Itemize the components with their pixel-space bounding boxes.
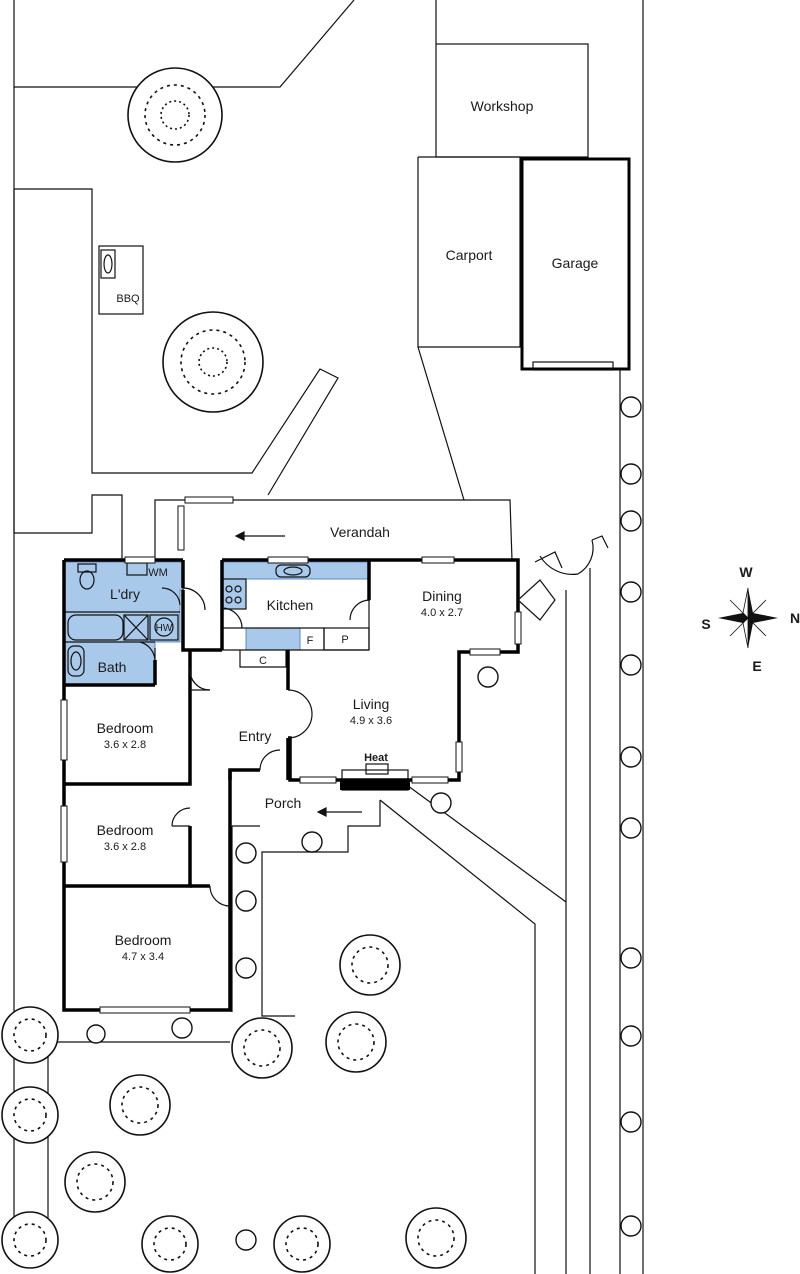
compass-west: W: [739, 564, 753, 580]
arrows: [234, 531, 362, 817]
bedroom3-label: Bedroom: [115, 932, 172, 948]
trees: [1, 67, 467, 1273]
laundry-label: L'dry: [110, 586, 140, 602]
compass-east: E: [752, 658, 761, 674]
house-fixtures: [64, 562, 410, 1012]
garage-label: Garage: [552, 255, 599, 271]
house-walls: [62, 558, 520, 1012]
site-lines: [13, 0, 644, 1274]
bedroom3-size: 4.7 x 3.4: [122, 951, 164, 963]
workshop-label: Workshop: [471, 98, 534, 114]
compass-north: N: [790, 610, 800, 626]
bedroom1-label: Bedroom: [97, 720, 154, 736]
verandah-label: Verandah: [330, 524, 390, 540]
bbq-label: BBQ: [116, 293, 140, 305]
carport-label: Carport: [446, 247, 493, 263]
kitchen-label: Kitchen: [267, 597, 314, 613]
heat-label: Heat: [364, 752, 388, 764]
dining-label: Dining: [422, 588, 462, 604]
fridge-label: F: [307, 635, 314, 647]
door-swings: [139, 535, 609, 907]
tree-front: [339, 934, 401, 996]
bedroom2-size: 3.6 x 2.8: [104, 841, 146, 853]
living-size: 4.9 x 3.6: [350, 715, 392, 727]
compass-rose: [718, 587, 778, 649]
bedroom2-label: Bedroom: [97, 822, 154, 838]
entry-label: Entry: [239, 728, 272, 744]
dining-size: 4.0 x 2.7: [421, 607, 463, 619]
wm-label: WM: [148, 567, 168, 579]
bath-label: Bath: [98, 659, 127, 675]
compass-south: S: [701, 616, 710, 632]
outbuildings: [98, 43, 631, 371]
labels: Workshop Carport Garage BBQ Verandah WM …: [97, 98, 800, 963]
living-label: Living: [353, 696, 390, 712]
tree-top: [127, 67, 223, 163]
pantry-label: P: [341, 634, 348, 646]
bedroom1-size: 3.6 x 2.8: [104, 739, 146, 751]
tree-mid: [162, 311, 264, 413]
hw-label: HW: [156, 623, 173, 634]
shrubs: [86, 396, 642, 1251]
porch-label: Porch: [265, 795, 302, 811]
cupboard-label: C: [259, 655, 267, 667]
windows: [60, 496, 522, 1014]
